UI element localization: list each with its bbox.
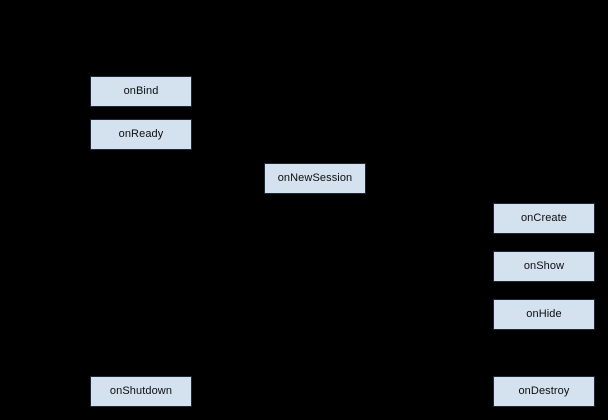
node-label-on-hide: onHide (526, 308, 562, 320)
node-label-on-ready: onReady (118, 128, 164, 140)
node-label-on-create: onCreate (520, 212, 568, 224)
node-on-show[interactable]: onShow (493, 251, 595, 282)
node-label-on-bind: onBind (123, 85, 159, 97)
node-on-bind[interactable]: onBind (90, 76, 192, 107)
node-on-shutdown[interactable]: onShutdown (90, 376, 192, 407)
node-on-hide[interactable]: onHide (493, 299, 595, 330)
node-label-on-new-session: onNewSession (277, 172, 353, 184)
node-label-on-destroy: onDestroy (518, 385, 570, 397)
node-on-create[interactable]: onCreate (493, 203, 595, 234)
node-on-ready[interactable]: onReady (90, 119, 192, 150)
node-label-on-show: onShow (523, 260, 565, 272)
node-label-on-shutdown: onShutdown (109, 385, 173, 397)
node-on-destroy[interactable]: onDestroy (493, 376, 595, 407)
node-on-new-session[interactable]: onNewSession (264, 163, 366, 194)
